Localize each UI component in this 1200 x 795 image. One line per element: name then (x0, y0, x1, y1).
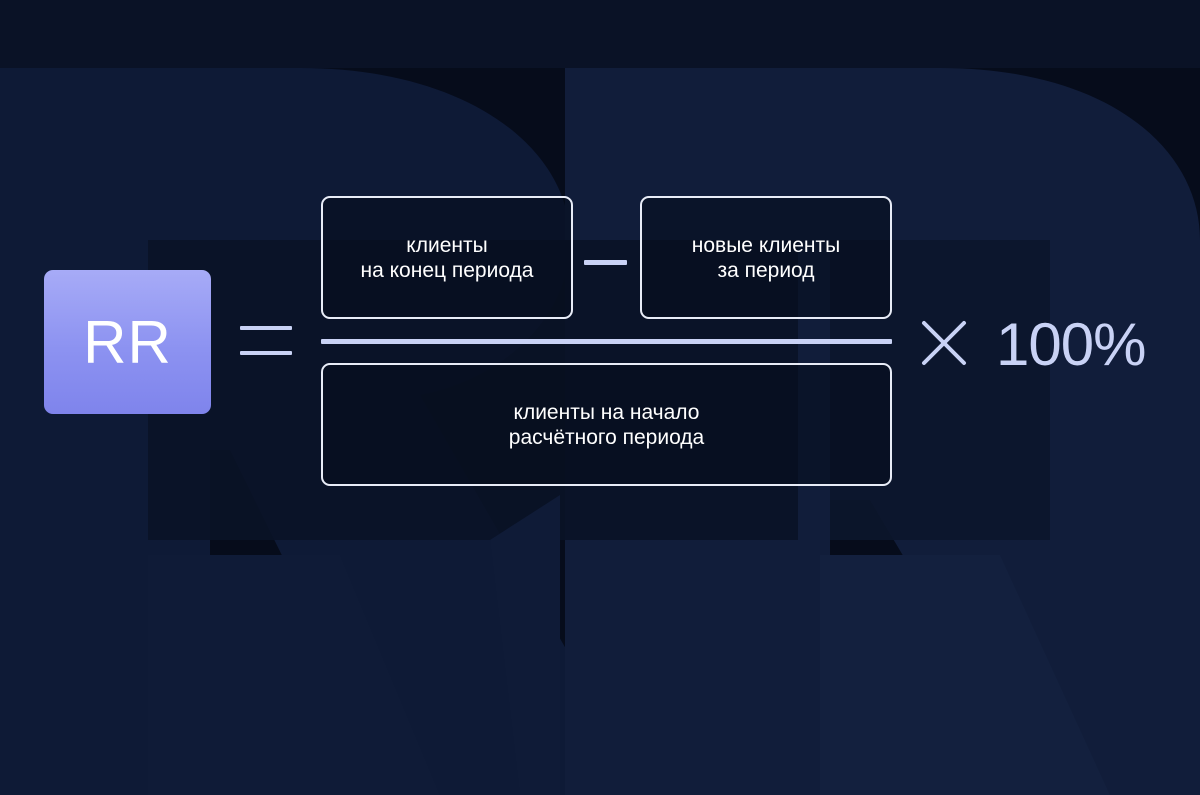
numerator-right-text: новые клиенты за период (691, 233, 841, 282)
equals-bar-bottom (240, 351, 292, 355)
numerator-left-box: клиенты на конец периода (321, 196, 573, 319)
percent-multiplier: 100% (996, 311, 1146, 378)
minus-sign (584, 260, 627, 265)
rr-badge-label: RR (83, 308, 172, 376)
denominator-text: клиенты на начало расчётного периода (508, 400, 705, 449)
numerator-right-box: новые клиенты за период (640, 196, 892, 319)
equals-bar-top (240, 326, 292, 330)
multiply-icon (922, 321, 966, 365)
rr-badge: RR (44, 270, 211, 414)
fraction-line (321, 339, 892, 344)
denominator-box: клиенты на начало расчётного периода (321, 363, 892, 486)
equals-sign (240, 320, 292, 360)
numerator-left-text: клиенты на конец периода (360, 233, 534, 282)
